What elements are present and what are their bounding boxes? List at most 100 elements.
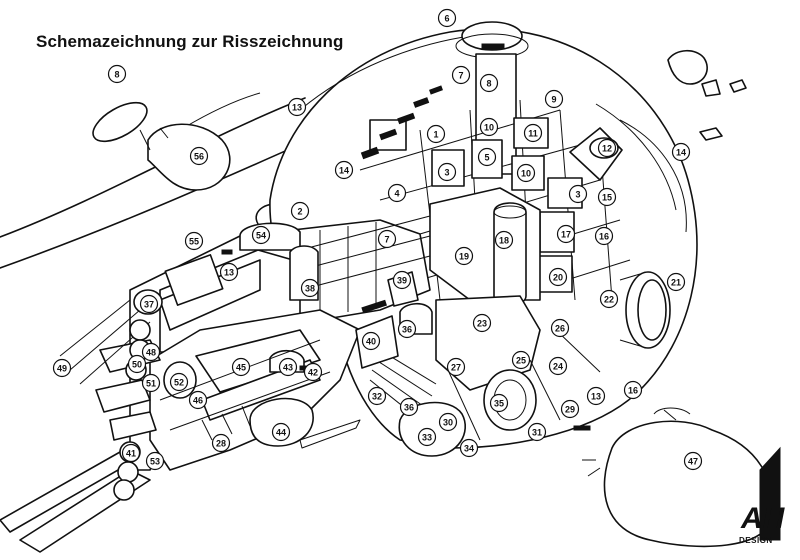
callout-number: 10 [484, 123, 494, 133]
callout-number: 21 [671, 278, 681, 288]
callout-17: 17 [556, 224, 576, 244]
callout-5: 5 [477, 147, 497, 167]
callout-51: 51 [141, 373, 161, 393]
callout-42: 42 [303, 362, 323, 382]
callout-2: 2 [290, 201, 310, 221]
callout-number: 17 [561, 230, 571, 240]
callout-number: 27 [451, 363, 461, 373]
callout-number: 34 [464, 444, 474, 454]
callout-number: 14 [676, 148, 686, 158]
callout-20: 20 [548, 267, 568, 287]
callout-number: 29 [565, 405, 575, 415]
callout-number: 2 [297, 207, 302, 217]
callout-16: 16 [623, 380, 643, 400]
callout-number: 55 [189, 237, 199, 247]
callout-32: 32 [367, 386, 387, 406]
callout-number: 18 [499, 236, 509, 246]
planet-horizon-outer [0, 97, 306, 238]
callout-38: 38 [300, 278, 320, 298]
callout-29: 29 [560, 399, 580, 419]
callout-number: 36 [404, 403, 414, 413]
callout-number: 28 [216, 439, 226, 449]
callout-number: 39 [397, 276, 407, 286]
callout-13: 13 [287, 97, 307, 117]
callout-number: 44 [276, 428, 286, 438]
callout-number: 15 [602, 193, 612, 203]
callout-number: 33 [422, 433, 432, 443]
callout-36: 36 [397, 319, 417, 339]
brand-initials: AH [741, 502, 785, 535]
callout-number: 42 [308, 368, 318, 378]
callout-33: 33 [417, 427, 437, 447]
callout-number: 23 [477, 319, 487, 329]
callout-24: 24 [548, 356, 568, 376]
callout-number: 12 [602, 144, 612, 154]
callout-31: 31 [527, 422, 547, 442]
callout-number: 8 [486, 79, 491, 89]
callout-26: 26 [550, 318, 570, 338]
callout-36: 36 [399, 397, 419, 417]
callout-40: 40 [361, 331, 381, 351]
callout-number: 40 [366, 337, 376, 347]
heat-fins [299, 302, 437, 449]
top-hatch [461, 21, 523, 51]
callout-number: 47 [688, 457, 698, 467]
callout-number: 46 [193, 396, 203, 406]
callout-49: 49 [52, 358, 72, 378]
callout-44: 44 [271, 422, 291, 442]
callout-number: 16 [599, 232, 609, 242]
callout-number: 4 [394, 189, 399, 199]
callout-number: 5 [484, 153, 489, 163]
callout-1: 1 [426, 124, 446, 144]
callout-53: 53 [145, 451, 165, 471]
callout-18: 18 [494, 230, 514, 250]
callout-55: 55 [184, 231, 204, 251]
callout-number: 25 [516, 356, 526, 366]
callout-number: 19 [459, 252, 469, 262]
callout-13: 13 [586, 386, 606, 406]
callout-number: 32 [372, 392, 382, 402]
callout-8: 8 [107, 64, 127, 84]
callout-number: 16 [628, 386, 638, 396]
callout-47: 47 [683, 451, 703, 471]
callout-number: 38 [305, 284, 315, 294]
callout-45: 45 [231, 357, 251, 377]
callout-number: 51 [146, 379, 156, 389]
callout-6: 6 [437, 8, 457, 28]
reactor-30 [483, 369, 537, 431]
callout-number: 48 [146, 348, 156, 358]
callout-number: 30 [443, 418, 453, 428]
callout-number: 6 [444, 14, 449, 24]
callout-number: 50 [132, 360, 142, 370]
callout-23: 23 [472, 313, 492, 333]
callout-number: 53 [150, 457, 160, 467]
callout-30: 30 [438, 412, 458, 432]
callout-number: 8 [114, 70, 119, 80]
callout-number: 26 [555, 324, 565, 334]
callout-28: 28 [211, 433, 231, 453]
callout-7: 7 [377, 229, 397, 249]
callout-15: 15 [597, 187, 617, 207]
debris-group-right [667, 49, 747, 141]
planet-horizon-inner [0, 139, 311, 269]
callout-39: 39 [392, 270, 412, 290]
callout-number: 36 [402, 325, 412, 335]
callout-27: 27 [446, 357, 466, 377]
callout-13: 13 [219, 262, 239, 282]
callout-number: 35 [494, 399, 504, 409]
callout-41: 41 [121, 443, 141, 463]
callout-3: 3 [568, 184, 588, 204]
callout-number: 22 [604, 295, 614, 305]
callout-number: 14 [339, 166, 349, 176]
front-barrels [0, 289, 163, 553]
callout-56: 56 [189, 146, 209, 166]
callout-number: 3 [575, 190, 580, 200]
callout-21: 21 [666, 272, 686, 292]
callout-number: 43 [283, 363, 293, 373]
callout-number: 13 [292, 103, 302, 113]
callout-43: 43 [278, 357, 298, 377]
callout-7: 7 [451, 65, 471, 85]
